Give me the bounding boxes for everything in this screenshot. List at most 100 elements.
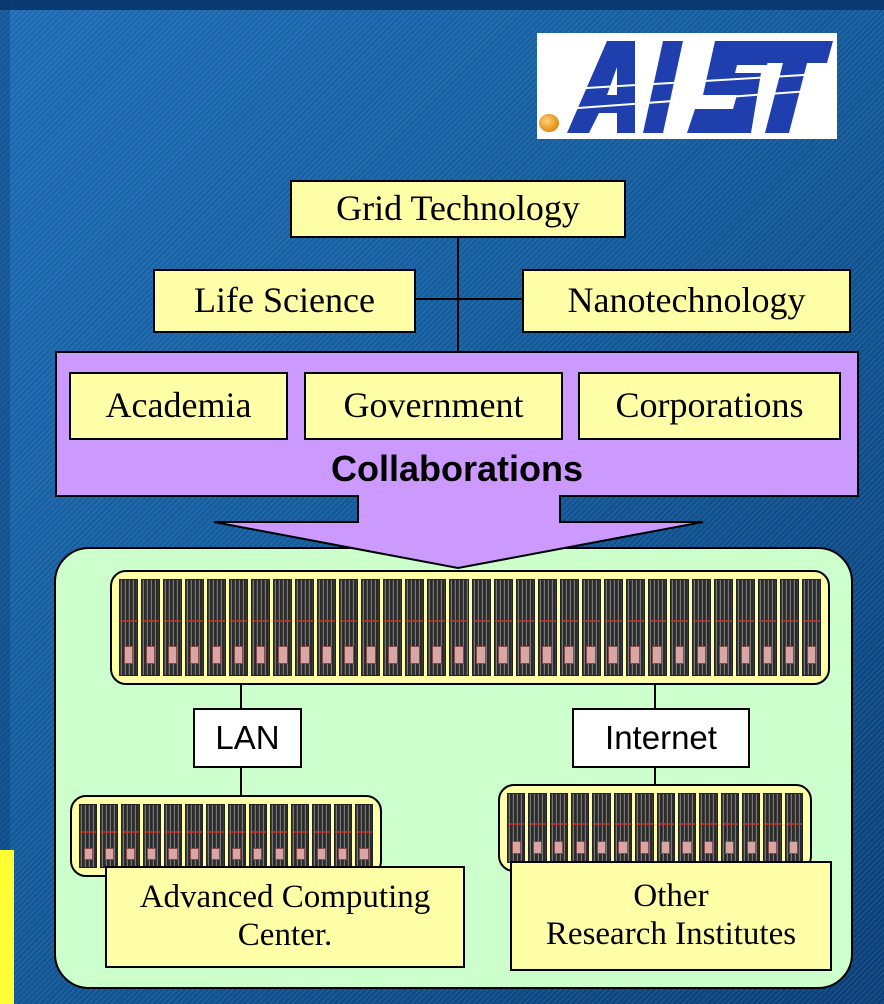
server-rack <box>339 579 359 676</box>
server-rack <box>449 579 469 676</box>
server-rack <box>613 793 633 863</box>
server-rack <box>248 804 267 868</box>
server-rack <box>763 793 782 863</box>
acc-cluster-racks <box>79 804 374 868</box>
server-rack <box>735 579 755 676</box>
server-rack <box>549 793 569 863</box>
server-rack <box>537 579 557 676</box>
server-rack <box>251 579 271 676</box>
server-rack <box>333 804 352 868</box>
server-rack <box>185 579 205 676</box>
server-rack <box>227 804 246 868</box>
server-rack <box>507 793 526 863</box>
main-cluster-racks <box>119 579 821 676</box>
server-rack <box>269 804 289 868</box>
server-rack <box>528 793 547 863</box>
server-rack <box>317 579 337 676</box>
lan-label: LAN <box>215 719 280 756</box>
server-rack <box>471 579 491 676</box>
server-rack <box>295 579 315 676</box>
institutes-label-line1: Other <box>633 878 709 915</box>
institutes-label-line2: Research Institutes <box>545 916 797 952</box>
top-border <box>0 0 884 10</box>
grid-technology-box: Grid Technology <box>290 180 626 238</box>
server-rack <box>779 579 799 676</box>
acc-label-line2: Center. <box>237 917 333 953</box>
nanotechnology-label: Nanotechnology <box>567 280 806 321</box>
corporations-box: Corporations <box>578 372 841 440</box>
server-rack <box>699 793 718 863</box>
server-rack <box>206 804 225 868</box>
server-rack <box>677 793 697 863</box>
server-rack <box>625 579 645 676</box>
internet-line-lower <box>654 767 656 784</box>
collaborations-label: Collaborations <box>330 448 584 489</box>
server-rack <box>603 579 623 676</box>
server-rack <box>559 579 579 676</box>
lan-line-upper <box>240 685 242 708</box>
connector-grid-vertical <box>457 236 459 354</box>
yellow-edge-strip <box>0 850 14 1004</box>
academia-label: Academia <box>105 385 252 426</box>
main-cluster-panel <box>110 570 830 685</box>
institutes-label-box: Other Research Institutes <box>510 861 832 971</box>
server-rack <box>405 579 425 676</box>
logo-dot-icon <box>539 114 559 132</box>
server-rack <box>273 579 293 676</box>
government-label: Government <box>343 385 524 426</box>
internet-label-box: Internet <box>572 708 750 768</box>
server-rack <box>757 579 777 676</box>
lan-line-lower <box>240 767 242 796</box>
server-rack <box>163 579 183 676</box>
server-rack <box>163 804 183 868</box>
academia-box: Academia <box>69 372 288 440</box>
server-rack <box>741 793 761 863</box>
lan-label-box: LAN <box>193 708 302 768</box>
acc-cluster-panel <box>70 795 382 877</box>
life-science-box: Life Science <box>153 269 416 333</box>
server-rack <box>79 804 98 868</box>
server-rack <box>142 804 161 868</box>
server-rack <box>656 793 675 863</box>
server-rack <box>119 579 139 676</box>
internet-line-upper <box>654 685 656 708</box>
nanotechnology-box: Nanotechnology <box>522 269 851 333</box>
government-box: Government <box>304 372 563 440</box>
server-rack <box>801 579 821 676</box>
server-rack <box>291 804 310 868</box>
server-rack <box>100 804 119 868</box>
server-rack <box>354 804 374 868</box>
acc-label-box: Advanced Computing Center. <box>105 866 465 968</box>
server-rack <box>493 579 513 676</box>
server-rack <box>720 793 739 863</box>
internet-label: Internet <box>605 719 717 756</box>
server-rack <box>713 579 733 676</box>
server-rack <box>427 579 447 676</box>
institutes-cluster-racks <box>507 793 804 863</box>
institutes-cluster-panel <box>498 784 812 872</box>
connector-fields-horizontal <box>414 298 524 300</box>
server-rack <box>229 579 249 676</box>
server-rack <box>784 793 804 863</box>
server-rack <box>207 579 227 676</box>
server-rack <box>635 793 654 863</box>
server-rack <box>592 793 611 863</box>
server-rack <box>647 579 667 676</box>
server-rack <box>383 579 403 676</box>
server-rack <box>691 579 711 676</box>
life-science-label: Life Science <box>194 280 375 321</box>
server-rack <box>141 579 161 676</box>
server-rack <box>669 579 689 676</box>
server-rack <box>515 579 535 676</box>
server-rack <box>361 579 381 676</box>
corporations-label: Corporations <box>615 385 804 426</box>
server-rack <box>312 804 331 868</box>
left-shadow <box>0 0 10 1004</box>
server-rack <box>185 804 204 868</box>
grid-technology-label: Grid Technology <box>336 188 580 229</box>
server-rack <box>121 804 140 868</box>
acc-label-line1: Advanced Computing <box>139 879 431 916</box>
aist-logo <box>537 33 837 139</box>
server-rack <box>581 579 601 676</box>
server-rack <box>571 793 590 863</box>
